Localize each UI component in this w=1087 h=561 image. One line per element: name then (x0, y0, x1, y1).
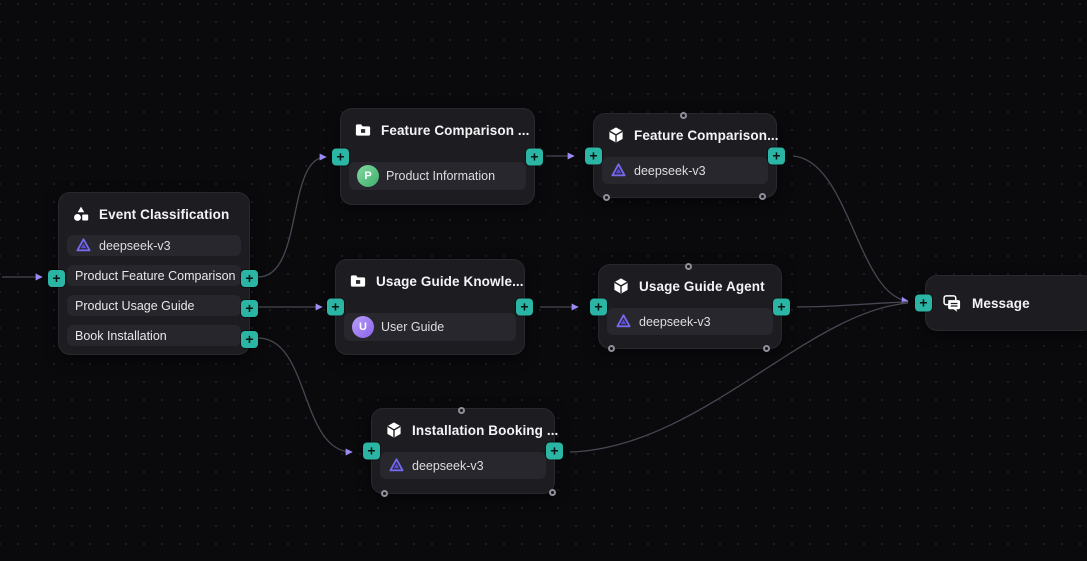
node-message[interactable]: Message (915, 275, 1087, 331)
node-title: Usage Guide Knowle... (376, 273, 524, 289)
model-selector[interactable]: deepseek-v3 (380, 452, 546, 479)
node-feature-comparison-agent[interactable]: Feature Comparison... deepseek-v3 (585, 113, 785, 198)
node-installation-booking-agent[interactable]: Installation Booking ... deepseek-v3 (363, 408, 563, 494)
node-header: Message (926, 276, 1087, 330)
agent-cube-icon (612, 277, 630, 295)
node-header: Installation Booking ... (372, 409, 558, 439)
node-title: Feature Comparison ... (381, 122, 530, 138)
model-selector[interactable]: deepseek-v3 (67, 235, 241, 256)
branch-label: Product Usage Guide (75, 298, 195, 313)
selection-dot[interactable] (381, 490, 388, 497)
edge-classifier-to-feature-kb[interactable] (257, 153, 327, 278)
selection-dot[interactable] (608, 345, 615, 352)
node-usage-guide-agent[interactable]: Usage Guide Agent deepseek-v3 (590, 264, 790, 349)
output-handle[interactable] (526, 148, 543, 165)
edge-usage-agent-to-message[interactable] (796, 301, 909, 308)
selection-dot[interactable] (685, 263, 692, 270)
node-header: Feature Comparison ... (341, 109, 534, 139)
message-icon (942, 293, 962, 313)
selection-dot[interactable] (549, 489, 556, 496)
branch-book-installation[interactable]: Book Installation (67, 325, 241, 346)
input-handle[interactable] (585, 147, 602, 164)
model-name: deepseek-v3 (634, 163, 706, 178)
output-handle[interactable] (546, 442, 563, 460)
input-handle[interactable] (327, 298, 344, 316)
node-title: Message (972, 295, 1030, 311)
deepseek-icon (388, 457, 405, 474)
question-classifier-icon (72, 205, 90, 223)
node-header: Usage Guide Agent (599, 265, 781, 295)
edge-feature-agent-to-message[interactable] (792, 155, 909, 304)
node-header: Event Classification (59, 193, 249, 223)
node-header: Usage Guide Knowle... (336, 260, 524, 290)
node-title: Usage Guide Agent (639, 278, 765, 294)
input-handle[interactable] (915, 294, 932, 312)
dataset-avatar: U (352, 316, 374, 338)
selection-dot[interactable] (603, 194, 610, 201)
branch-product-usage-guide[interactable]: Product Usage Guide (67, 295, 241, 316)
output-handle[interactable] (768, 147, 785, 164)
node-feature-comparison-knowledge[interactable]: Feature Comparison ... P Product Informa… (332, 108, 543, 205)
dataset-avatar: P (357, 165, 379, 187)
edge-installation-to-message[interactable] (569, 302, 909, 453)
knowledge-retrieval-icon (349, 272, 367, 290)
deepseek-icon (75, 237, 92, 254)
agent-cube-icon (607, 126, 625, 144)
output-handle-feature-comparison[interactable] (241, 270, 258, 287)
node-title: Installation Booking ... (412, 422, 559, 438)
output-handle[interactable] (516, 298, 533, 316)
deepseek-icon (610, 162, 627, 179)
agent-cube-icon (385, 421, 403, 439)
branch-label: Book Installation (75, 328, 167, 343)
input-handle[interactable] (590, 298, 607, 315)
node-usage-guide-knowledge[interactable]: Usage Guide Knowle... U User Guide (327, 259, 533, 355)
node-event-classification[interactable]: Event Classification deepseek-v3 Product… (48, 192, 258, 355)
selection-dot[interactable] (458, 407, 465, 414)
selection-dot[interactable] (759, 193, 766, 200)
selection-dot[interactable] (763, 345, 770, 352)
knowledge-item-user-guide[interactable]: U User Guide (344, 313, 516, 341)
dataset-label: Product Information (386, 169, 496, 183)
input-handle[interactable] (332, 148, 349, 165)
branch-product-feature-comparison[interactable]: Product Feature Comparison (67, 265, 241, 286)
model-name: deepseek-v3 (99, 238, 171, 253)
knowledge-item-product-information[interactable]: P Product Information (349, 162, 526, 190)
selection-dot[interactable] (680, 112, 687, 119)
deepseek-icon (615, 313, 632, 330)
knowledge-retrieval-icon (354, 121, 372, 139)
branch-label: Product Feature Comparison (75, 268, 236, 283)
node-title: Event Classification (99, 206, 230, 222)
output-handle-book-installation[interactable] (241, 331, 258, 348)
model-selector[interactable]: deepseek-v3 (602, 157, 768, 184)
node-title: Feature Comparison... (634, 127, 779, 143)
edge-classifier-to-installation[interactable] (257, 337, 353, 456)
input-handle[interactable] (363, 442, 380, 460)
model-name: deepseek-v3 (639, 314, 711, 329)
output-handle-usage-guide[interactable] (241, 300, 258, 317)
model-selector[interactable]: deepseek-v3 (607, 308, 773, 335)
node-header: Feature Comparison... (594, 114, 779, 144)
input-handle[interactable] (48, 270, 65, 287)
dataset-label: User Guide (381, 320, 445, 334)
output-handle[interactable] (773, 298, 790, 315)
model-name: deepseek-v3 (412, 458, 484, 473)
